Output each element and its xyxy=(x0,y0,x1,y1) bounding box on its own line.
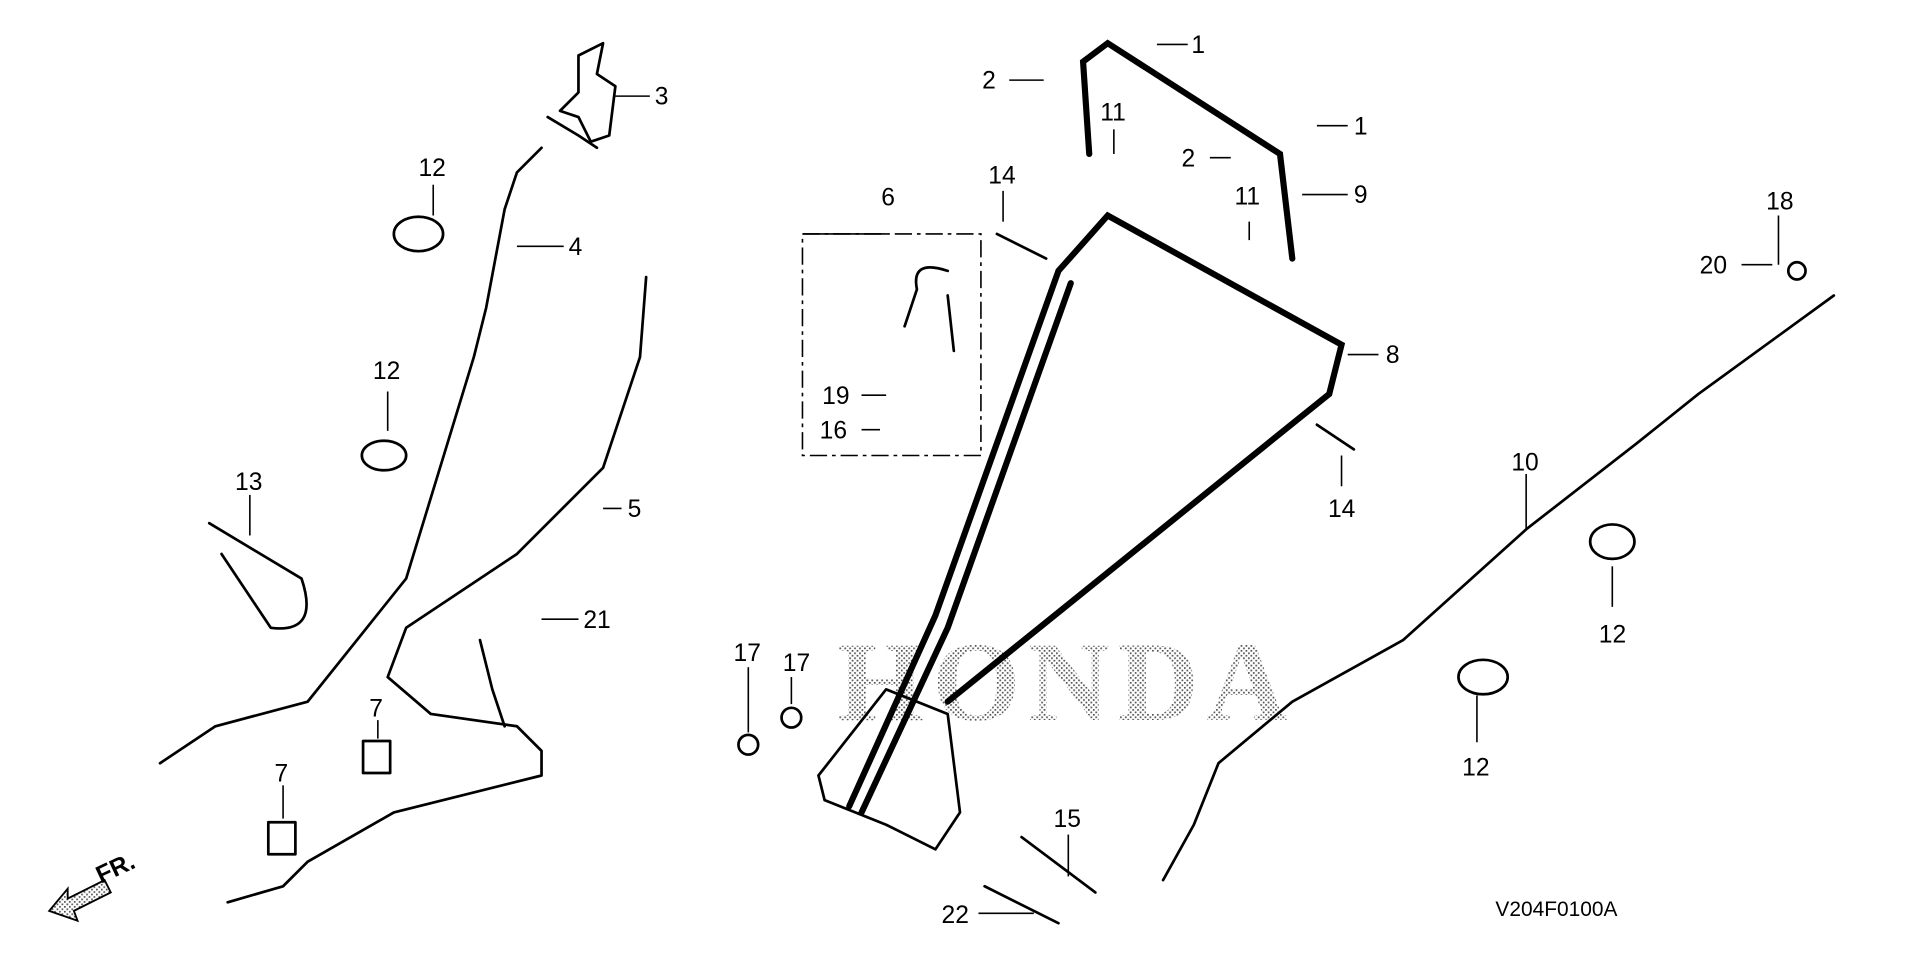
throttle-cable[interactable] xyxy=(158,146,543,765)
callout-7: 7 xyxy=(274,761,288,788)
callout-3: 3 xyxy=(655,84,669,111)
nut[interactable] xyxy=(780,706,803,729)
callout-10: 10 xyxy=(1511,449,1538,476)
callout-12: 12 xyxy=(1462,755,1489,782)
switch-harness[interactable] xyxy=(903,266,956,353)
callout-22: 22 xyxy=(942,902,969,929)
assembly-group-box xyxy=(801,233,982,457)
callout-1: 1 xyxy=(1191,32,1205,59)
callout-11: 11 xyxy=(1234,183,1260,210)
callout-2: 2 xyxy=(1182,145,1196,172)
callout-1: 1 xyxy=(1354,113,1368,140)
front-direction-arrow: FR. xyxy=(47,848,139,923)
callout-9: 9 xyxy=(1354,182,1368,209)
callout-12: 12 xyxy=(373,358,400,385)
wire-clip[interactable] xyxy=(266,820,297,856)
callout-14: 14 xyxy=(1328,496,1355,523)
upper-handle[interactable] xyxy=(1079,39,1296,262)
wire-harness[interactable] xyxy=(226,275,648,904)
callout-17: 17 xyxy=(734,640,761,667)
callout-18: 18 xyxy=(1766,188,1793,215)
callout-13: 13 xyxy=(235,469,262,496)
callout-12: 12 xyxy=(1599,622,1626,649)
callout-2: 2 xyxy=(982,68,996,95)
callout-5: 5 xyxy=(628,496,642,523)
nut[interactable] xyxy=(737,733,760,756)
bolt[interactable] xyxy=(983,835,1097,925)
honda-watermark: HONDA xyxy=(837,620,1295,745)
handle-frame[interactable] xyxy=(817,211,1346,851)
callout-8: 8 xyxy=(1386,342,1400,369)
callout-7: 7 xyxy=(369,695,383,722)
callout-12: 12 xyxy=(418,155,445,182)
cable-clamp[interactable] xyxy=(360,215,1636,696)
callout-17: 17 xyxy=(783,650,810,677)
diagram-code: V204F0100A xyxy=(1495,898,1617,921)
wire-clip[interactable] xyxy=(361,739,392,775)
callout-6: 6 xyxy=(881,185,895,212)
callout-4: 4 xyxy=(569,234,583,261)
callouts: 1 1 2 2 3 4 5 6 7 7 8 9 10 11 11 12 12 1… xyxy=(235,32,1793,929)
callout-16: 16 xyxy=(820,417,847,444)
clutch-cable[interactable] xyxy=(1161,294,1836,882)
cable-tie[interactable] xyxy=(207,521,308,630)
leader-lines xyxy=(249,43,1780,915)
throttle-lever[interactable] xyxy=(546,41,617,150)
callout-11: 11 xyxy=(1100,100,1126,127)
callout-20: 20 xyxy=(1700,252,1727,279)
callout-15: 15 xyxy=(1054,806,1081,833)
bolt[interactable] xyxy=(995,232,1356,451)
washer[interactable] xyxy=(1786,260,1807,281)
callout-14: 14 xyxy=(988,163,1015,190)
callout-19: 19 xyxy=(822,383,849,410)
callout-21: 21 xyxy=(583,607,610,634)
